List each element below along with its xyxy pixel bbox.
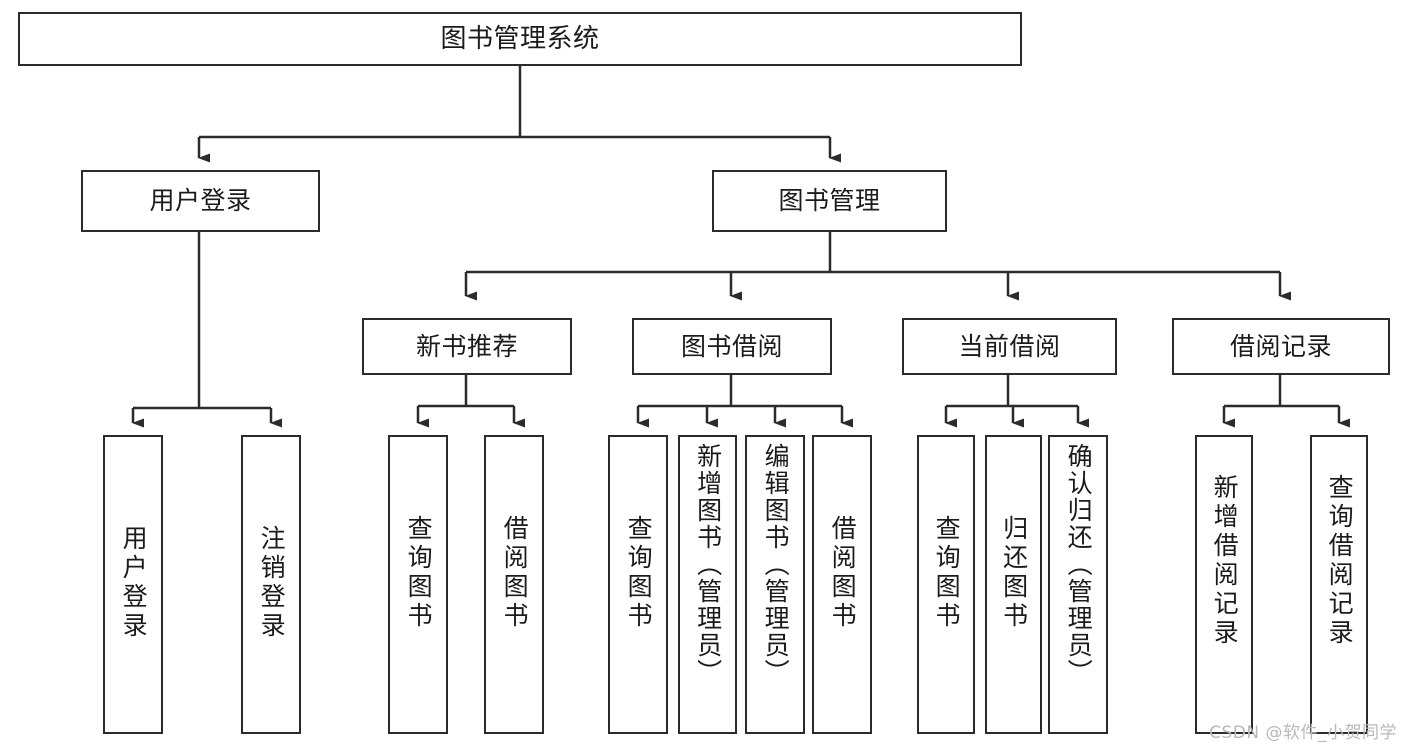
leaf-user-login[interactable]: 用户登录 [103,435,163,734]
node-label: 查询借阅记录 [1325,474,1355,648]
node-book-management[interactable]: 图书管理 [712,170,947,232]
node-current-borrowing[interactable]: 当前借阅 [902,318,1117,375]
leaf-logout[interactable]: 注销登录 [241,435,301,734]
node-label: 查询图书 [932,515,962,631]
leaf-edit-book-admin[interactable]: 编辑图书（管理员） [745,435,805,734]
node-label: 借阅图书 [828,515,858,631]
leaf-query-book-3[interactable]: 查询图书 [917,435,975,734]
node-label: 新增图书（管理员） [693,443,723,686]
node-label: 查询图书 [624,515,654,631]
node-label: 用户登录 [149,186,252,216]
node-label: 确认归还（管理员） [1064,443,1094,686]
node-label: 新增借阅记录 [1210,474,1240,648]
leaf-return-book[interactable]: 归还图书 [985,435,1042,734]
node-label: 新书推荐 [415,331,518,361]
node-label: 注销登录 [257,525,287,641]
node-label: 借阅记录 [1229,331,1332,361]
node-label: 用户登录 [119,525,149,641]
node-label: 图书管理 [778,186,881,216]
node-label: 归还图书 [999,515,1029,631]
node-label: 图书借阅 [680,331,783,361]
leaf-query-book-2[interactable]: 查询图书 [608,435,668,734]
node-label: 编辑图书（管理员） [761,443,791,686]
node-label: 当前借阅 [958,331,1061,361]
leaf-query-book-1[interactable]: 查询图书 [388,435,448,734]
leaf-add-borrowing-record[interactable]: 新增借阅记录 [1195,435,1253,734]
node-user-login[interactable]: 用户登录 [81,170,320,232]
node-new-book-recommendation[interactable]: 新书推荐 [362,318,572,375]
leaf-borrow-book-1[interactable]: 借阅图书 [484,435,544,734]
node-book-borrowing[interactable]: 图书借阅 [632,318,832,375]
node-borrowing-record[interactable]: 借阅记录 [1172,318,1390,375]
leaf-confirm-return-admin[interactable]: 确认归还（管理员） [1048,435,1108,734]
leaf-add-book-admin[interactable]: 新增图书（管理员） [678,435,737,734]
watermark: CSDN @软件_小贺同学 [1209,723,1397,743]
node-book-management-system[interactable]: 图书管理系统 [18,12,1022,66]
node-label: 借阅图书 [500,515,530,631]
leaf-query-borrowing-record[interactable]: 查询借阅记录 [1310,435,1368,734]
leaf-borrow-book-2[interactable]: 借阅图书 [812,435,872,734]
node-label: 图书管理系统 [440,23,600,54]
node-label: 查询图书 [404,515,434,631]
